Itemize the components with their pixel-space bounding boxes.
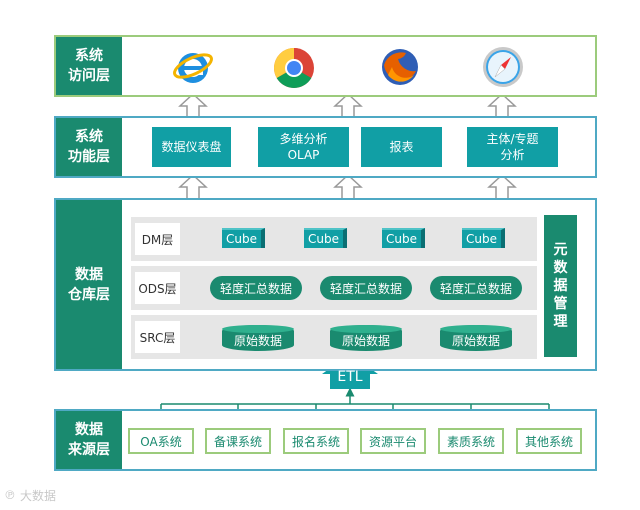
enrollment-system-box: 报名系统 — [283, 428, 349, 454]
etl-label: ETL — [337, 369, 363, 385]
lesson-prep-system-box: 备课系统 — [205, 428, 271, 454]
etl-arrow-shape — [322, 354, 378, 389]
firefox-icon — [378, 45, 422, 89]
dm-layer-label: DM层 — [135, 223, 180, 255]
hollow-arrows-middle — [178, 173, 517, 200]
raw-data-cylinder-2: 原始数据 — [330, 325, 402, 351]
ods-data-2: 轻度汇总数据 — [320, 276, 412, 300]
resource-platform-box: 资源平台 — [360, 428, 426, 454]
cube-3: Cube — [382, 226, 430, 250]
chrome-icon — [272, 46, 316, 90]
ods-layer-label: ODS层 — [135, 272, 180, 304]
warehouse-layer-label: 数据 仓库层 — [56, 200, 122, 369]
cube-2: Cube — [304, 226, 352, 250]
ods-data-3: 轻度汇总数据 — [430, 276, 522, 300]
hollow-arrows-top — [178, 92, 517, 119]
watermark-logo-icon: ℗ — [4, 488, 16, 502]
watermark: ℗大数据 — [4, 488, 57, 503]
ods-data-1: 轻度汇总数据 — [210, 276, 302, 300]
source-layer-label: 数据 来源层 — [56, 411, 122, 469]
internet-explorer-icon — [172, 46, 214, 88]
metadata-management-label: 元 数 据 管 理 — [544, 215, 577, 357]
access-layer-label: 系统 访问层 — [56, 37, 122, 95]
subject-analysis-box: 主体/专题 分析 — [467, 127, 558, 167]
safari-icon — [481, 45, 525, 89]
other-systems-box: 其他系统 — [516, 428, 582, 454]
dashboard-box: 数据仪表盘 — [152, 127, 231, 167]
raw-data-cylinder-3: 原始数据 — [440, 325, 512, 351]
function-layer-label: 系统 功能层 — [56, 118, 122, 176]
olap-box: 多维分析 OLAP — [258, 127, 349, 167]
src-layer-label: SRC层 — [135, 321, 180, 353]
cube-1: Cube — [222, 226, 270, 250]
quality-system-box: 素质系统 — [438, 428, 504, 454]
raw-data-cylinder-1: 原始数据 — [222, 325, 294, 351]
cube-4: Cube — [462, 226, 510, 250]
oa-system-box: OA系统 — [128, 428, 194, 454]
report-box: 报表 — [361, 127, 442, 167]
